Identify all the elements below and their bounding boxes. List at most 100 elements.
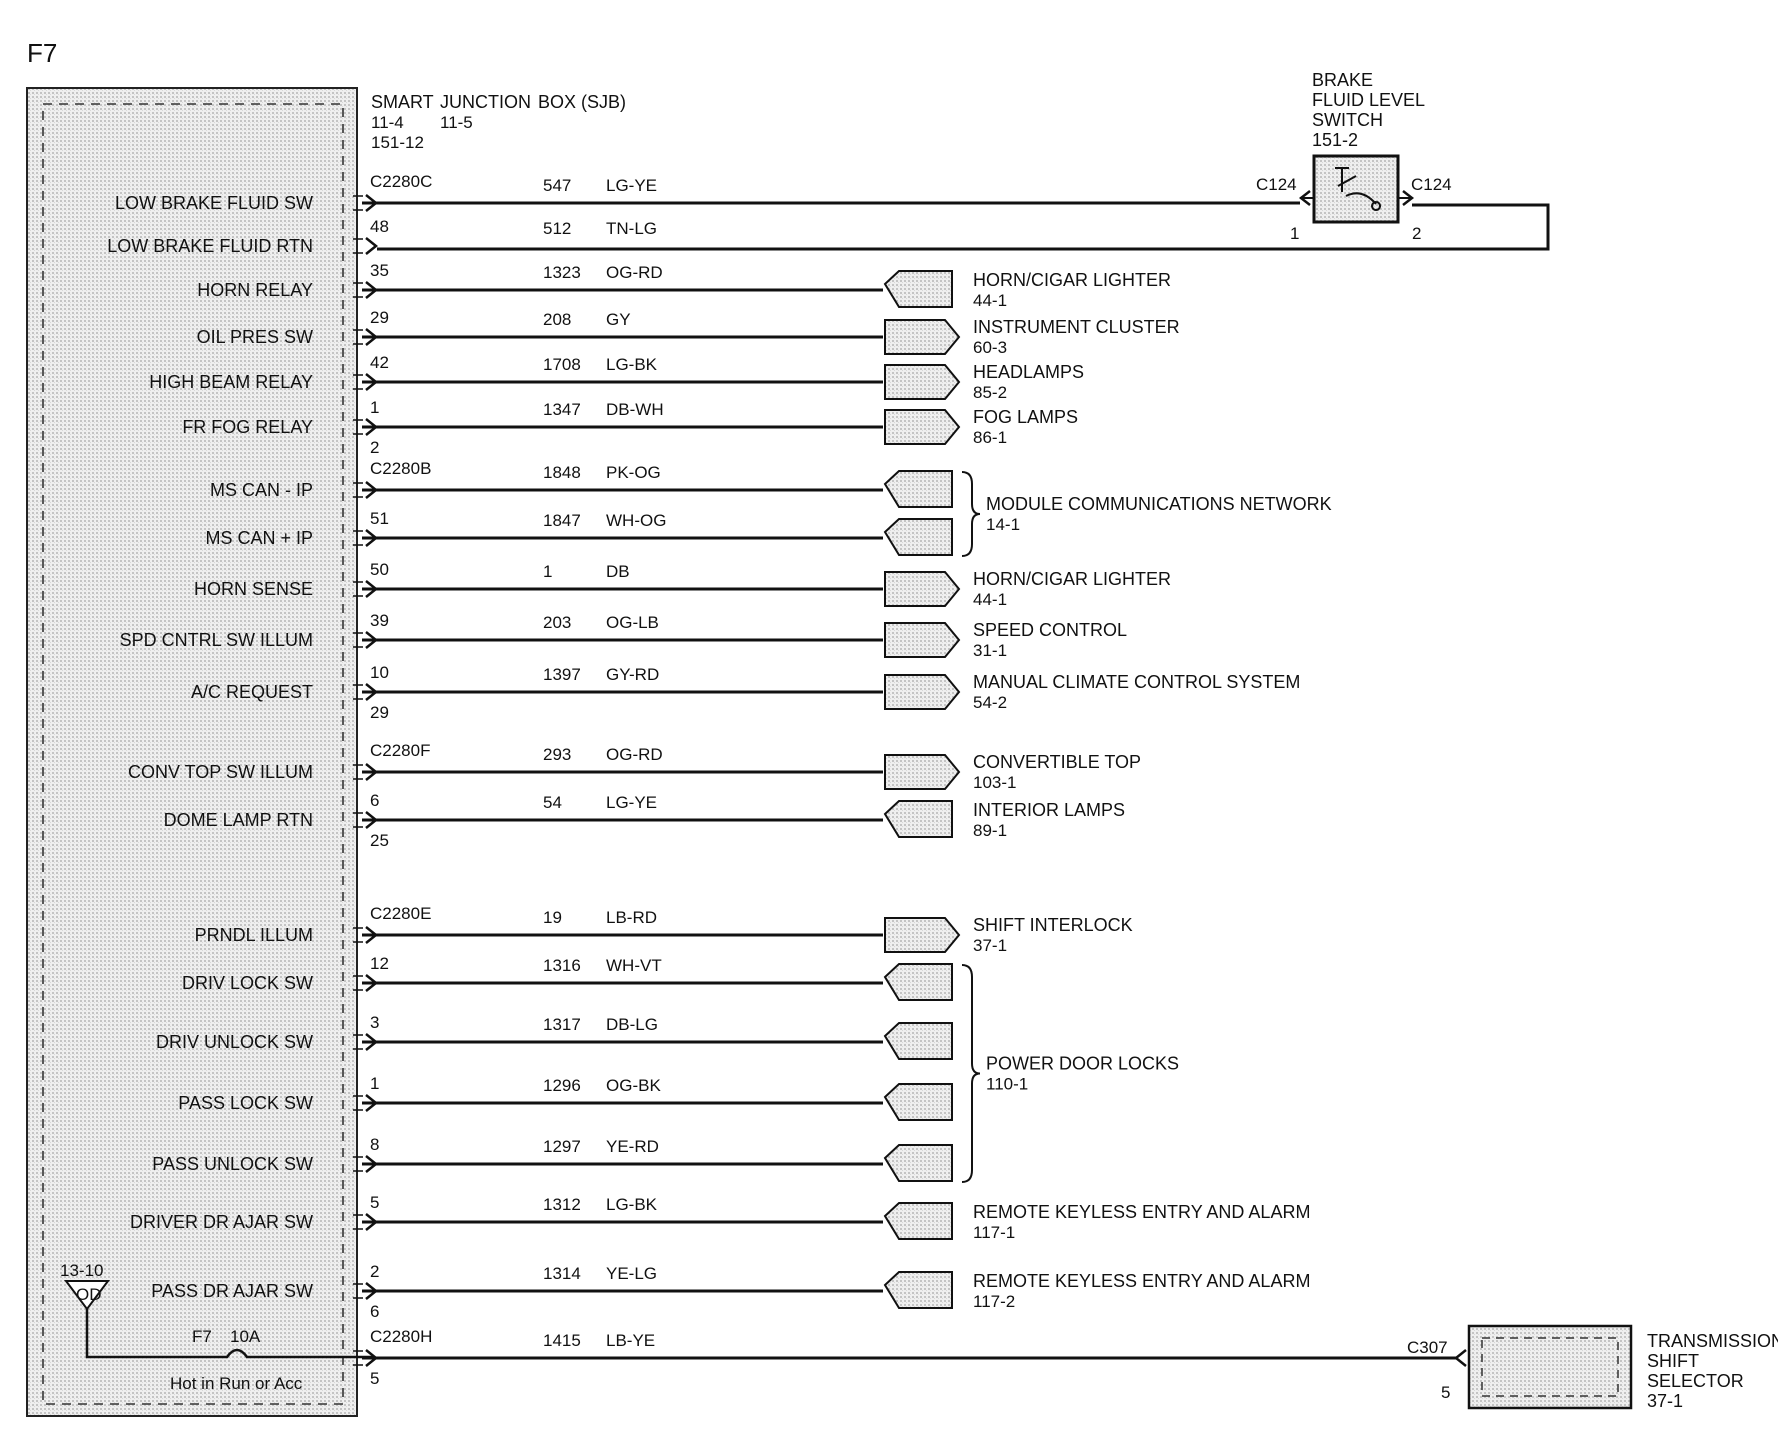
- destination-ref: 54-2: [973, 693, 1007, 712]
- circuit-number: 1296: [543, 1076, 581, 1095]
- pin-tick: [353, 482, 363, 498]
- destination-ref: 117-2: [973, 1292, 1015, 1311]
- wire-color: OG-LB: [606, 613, 659, 632]
- circuit-number: 1323: [543, 263, 581, 282]
- sjb-pin-label: OIL PRES SW: [197, 327, 313, 347]
- brake-switch-ref: 151-2: [1312, 130, 1358, 150]
- pin-tick: [353, 927, 363, 943]
- pin-number: 2: [370, 1262, 379, 1281]
- connector-id: C2280C: [370, 172, 432, 191]
- destination-ref: 103-1: [973, 773, 1016, 792]
- sjb-pin-label: MS CAN + IP: [205, 528, 313, 548]
- pin-tick: [353, 329, 363, 345]
- brake-pin-right: 2: [1412, 224, 1421, 243]
- wire-color: WH-OG: [606, 511, 666, 530]
- destination-ref: 60-3: [973, 338, 1007, 357]
- connector-pin-icon: [365, 281, 379, 299]
- inline-connector-icon: [884, 674, 961, 710]
- destination-name: SHIFT INTERLOCK: [973, 915, 1133, 935]
- pin-number-below: 5: [370, 1369, 379, 1388]
- trans-ref: 37-1: [1647, 1391, 1683, 1411]
- pin-number-below: 29: [370, 703, 389, 722]
- inline-connector-icon: [884, 364, 961, 400]
- pin-number: 48: [370, 217, 389, 236]
- pin-tick: [353, 1156, 363, 1172]
- destination-name: REMOTE KEYLESS ENTRY AND ALARM: [973, 1202, 1310, 1222]
- sjb-title-junction: JUNCTION: [440, 92, 531, 112]
- trans-line-1: TRANSMISSION: [1647, 1331, 1778, 1351]
- sjb-pin-label: DRIV LOCK SW: [182, 973, 313, 993]
- pin-tick: [353, 764, 363, 780]
- wire-color: PK-OG: [606, 463, 661, 482]
- pin-tick: [353, 632, 363, 648]
- fuse-name: F7: [192, 1327, 212, 1346]
- destination-ref: 31-1: [973, 641, 1007, 660]
- fuse-f7: 13-10 OD F7 10A Hot in Run or Acc: [60, 1261, 373, 1393]
- connector-pin-icon: [365, 631, 379, 649]
- destination-name: FOG LAMPS: [973, 407, 1078, 427]
- sjb-pin-label: PASS LOCK SW: [178, 1093, 313, 1113]
- circuit-number: 1397: [543, 665, 581, 684]
- connector-pin-icon: [365, 1094, 379, 1112]
- connector-id: C2280B: [370, 459, 431, 478]
- pin-number: 1: [370, 1074, 379, 1093]
- brake-conn-left: C124: [1256, 175, 1297, 194]
- fuse-symbol: OD: [76, 1285, 102, 1304]
- brake-fluid-switch: BRAKE FLUID LEVEL SWITCH 151-2 C124 C124…: [377, 70, 1550, 251]
- sjb-pin-label: PRNDL ILLUM: [195, 925, 313, 945]
- connector-pin-icon: [365, 194, 379, 212]
- pin-number: 51: [370, 509, 389, 528]
- inline-connector-icon: [883, 270, 953, 308]
- connector-pin-icon: [365, 529, 379, 547]
- connector-pin-icon: [365, 763, 379, 781]
- pin-number: 50: [370, 560, 389, 579]
- destination-ref: 37-1: [973, 936, 1007, 955]
- pin-tick: [353, 684, 363, 700]
- sjb-title-box: BOX (SJB): [538, 92, 626, 112]
- connector-pin-icon: [365, 683, 379, 701]
- destination-ref: 85-2: [973, 383, 1007, 402]
- destination-name: SPEED CONTROL: [973, 620, 1127, 640]
- wire-color: WH-VT: [606, 956, 662, 975]
- destination-ref: 86-1: [973, 428, 1007, 447]
- destination-name: INTERIOR LAMPS: [973, 800, 1125, 820]
- inline-connector-icon: [883, 1271, 953, 1309]
- wire-color: LG-YE: [606, 793, 657, 812]
- inline-connector-icon: [884, 917, 961, 953]
- connector-pin-icon: [365, 237, 379, 255]
- fuse-note: Hot in Run or Acc: [170, 1374, 303, 1393]
- pin-tick: [353, 1350, 363, 1366]
- sjb-pin-label: PASS DR AJAR SW: [151, 1281, 313, 1301]
- wire-color: OG-RD: [606, 263, 663, 282]
- circuit-number: 512: [543, 219, 571, 238]
- trans-line-2: SHIFT: [1647, 1351, 1699, 1371]
- trans-conn: C307: [1407, 1338, 1448, 1357]
- sjb-ref-3: 151-12: [371, 133, 424, 152]
- smart-junction-box: [26, 87, 358, 1417]
- destination-name: REMOTE KEYLESS ENTRY AND ALARM: [973, 1271, 1310, 1291]
- inline-connector-icon: [883, 800, 953, 838]
- destination-ref: 14-1: [986, 515, 1020, 534]
- connector-pin-icon: [365, 328, 379, 346]
- pin-number: 10: [370, 663, 389, 682]
- wire-color: LG-BK: [606, 355, 658, 374]
- connector-pin-icon: [365, 1213, 379, 1231]
- sjb-pin-label: LOW BRAKE FLUID SW: [115, 193, 313, 213]
- circuit-number: 54: [543, 793, 562, 812]
